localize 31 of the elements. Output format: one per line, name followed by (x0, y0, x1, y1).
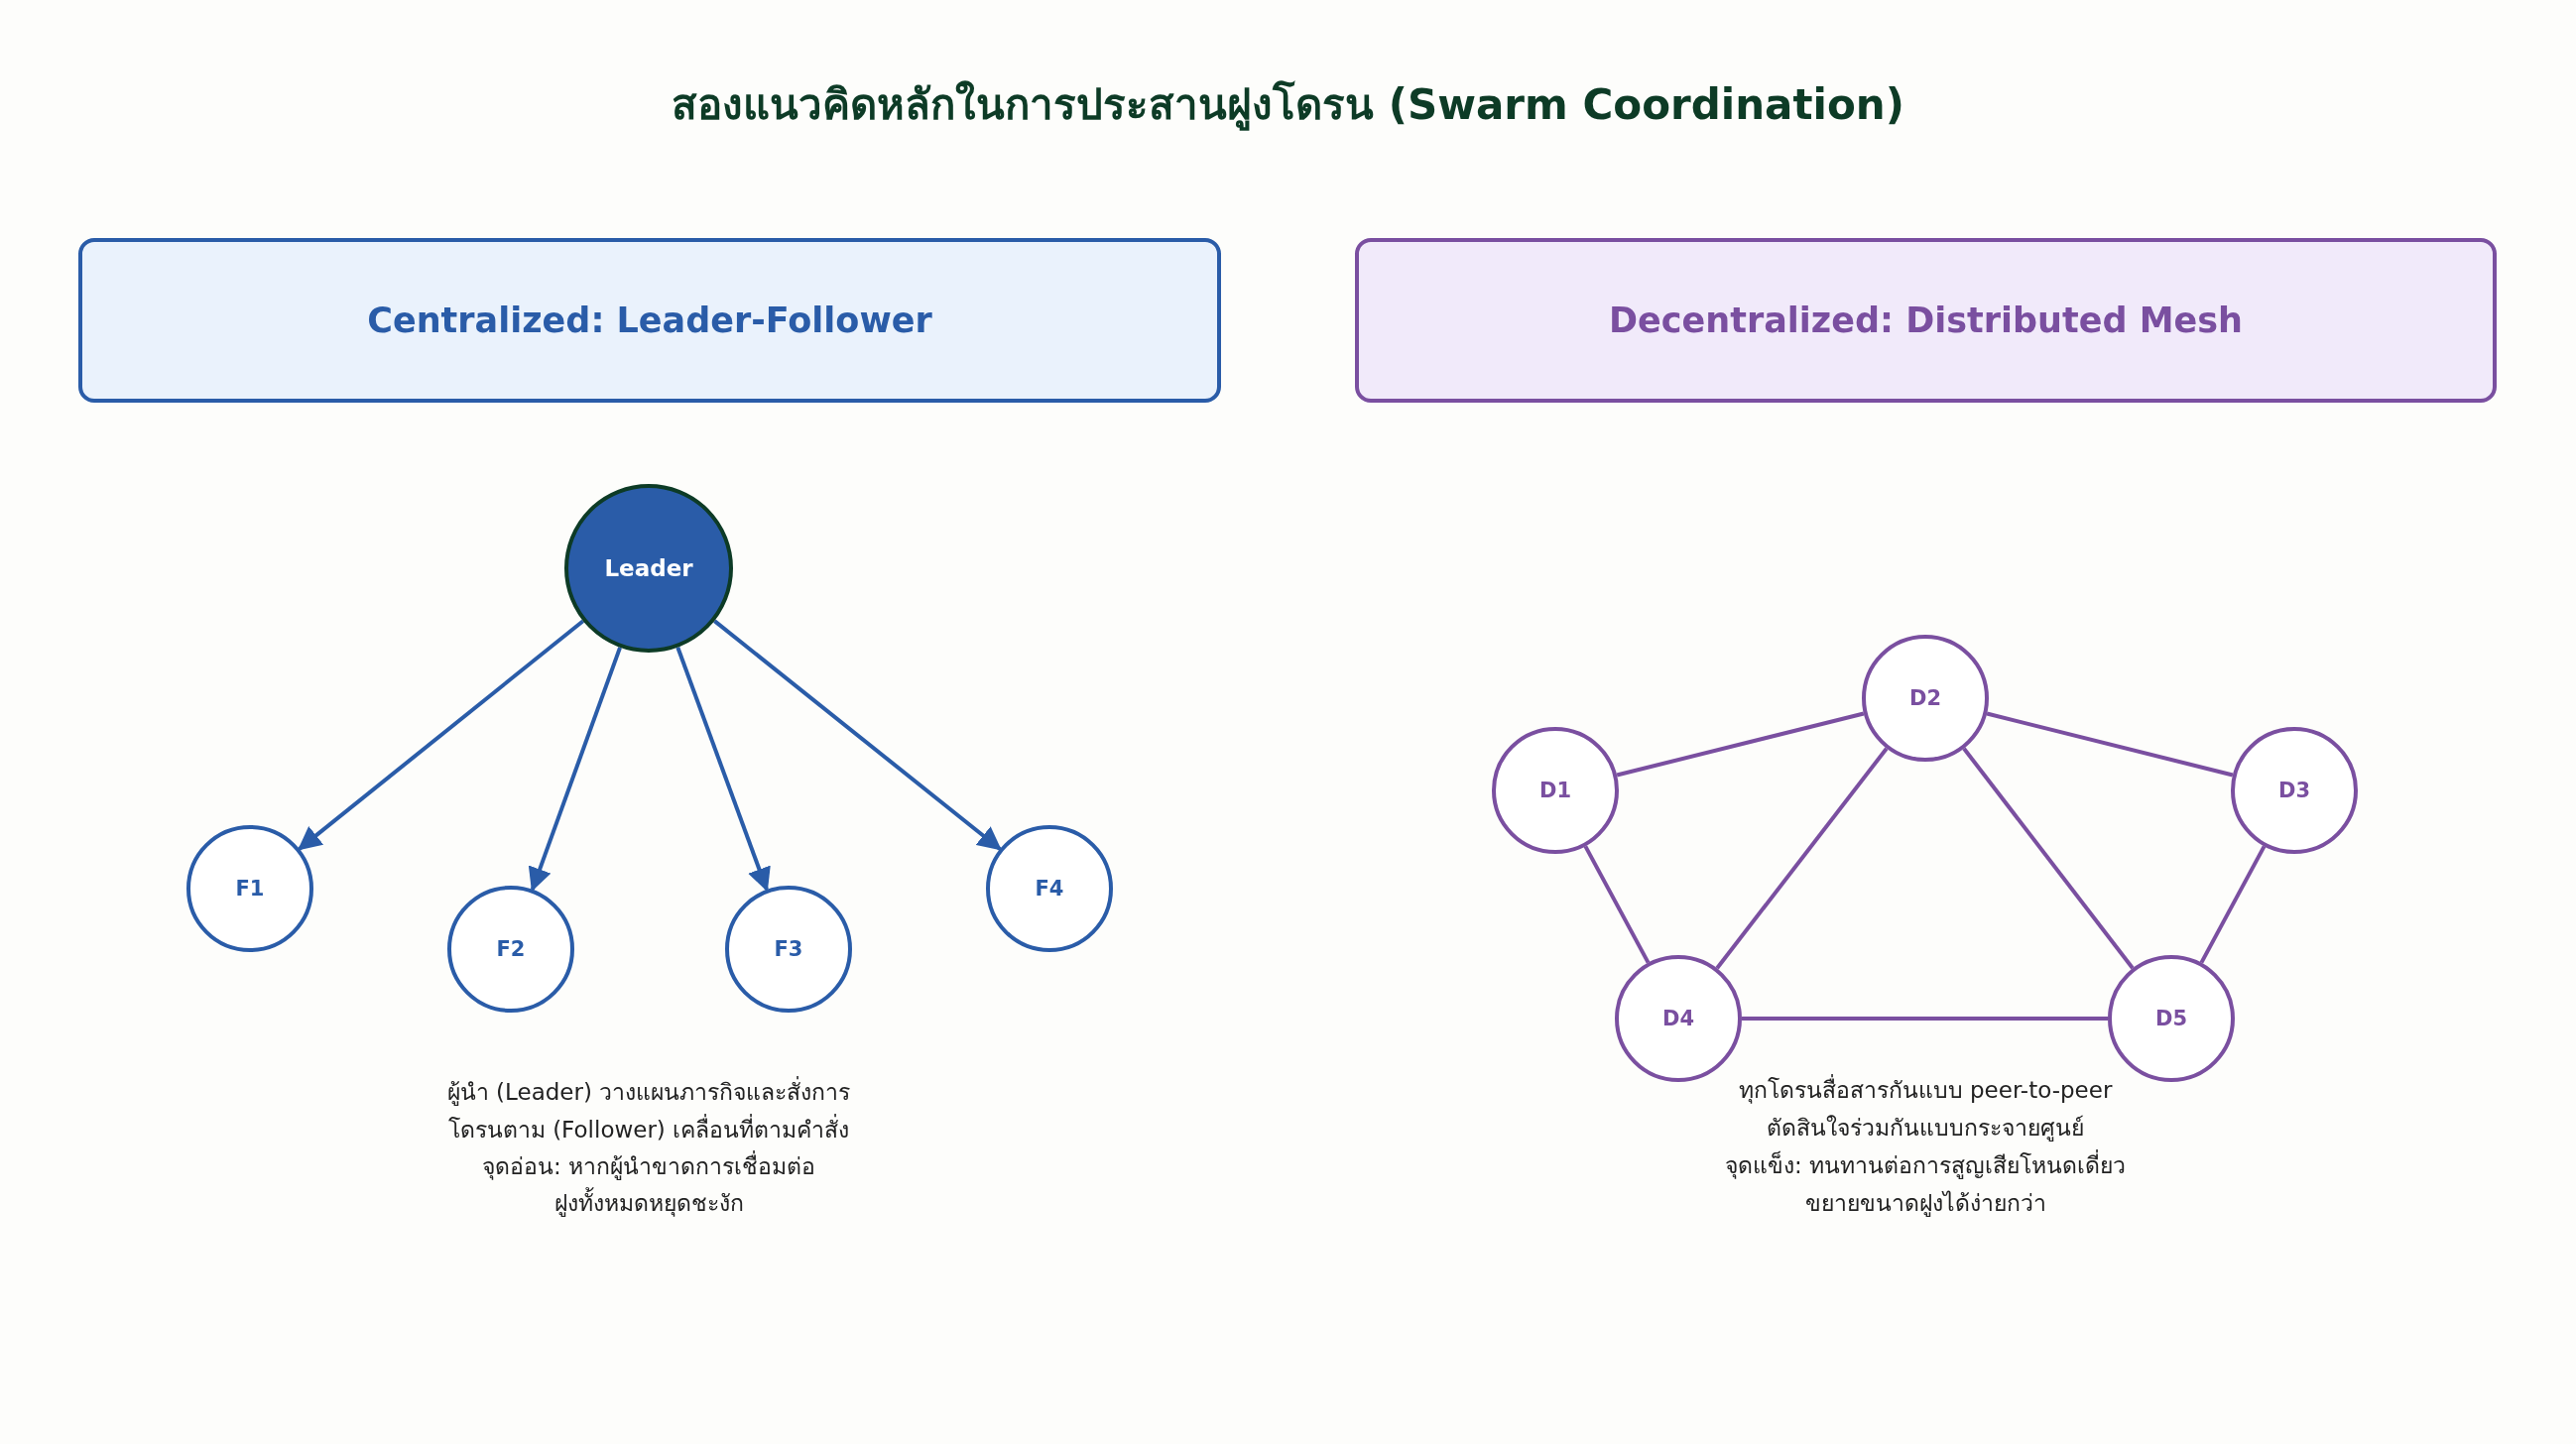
arrow (298, 619, 584, 851)
description-text: ผู้นำ (Leader) วางแผนภารกิจและสั่งการ (446, 1074, 851, 1110)
connector-line (1986, 711, 2234, 778)
drone-node: D2 (1862, 635, 1989, 762)
drone-node: D3 (2231, 727, 2358, 854)
description-text: จุดแข็ง: ทนทานต่อการสูญเสียโหนดเดี่ยว (1724, 1147, 2127, 1183)
connector-line (1742, 1017, 2108, 1021)
connector-line (1962, 747, 2135, 970)
drone-node: D5 (2108, 955, 2235, 1082)
drone-node: F4 (986, 825, 1113, 952)
connector-line (1616, 711, 1865, 778)
arrow (713, 619, 1002, 851)
description-text: จุดอ่อน: หากผู้นำขาดการเชื่อมต่อ (481, 1148, 816, 1184)
connector-line (2199, 845, 2267, 964)
section-header: Decentralized: Distributed Mesh (1355, 238, 2497, 403)
connector-line (1715, 747, 1889, 970)
drone-node: F2 (447, 886, 574, 1013)
description-text: ฝูงทั้งหมดหยุดชะงัก (553, 1185, 744, 1221)
description-text: โดรนตาม (Follower) เคลื่อนที่ตามคำสั่ง (447, 1112, 850, 1147)
arrow (675, 647, 771, 893)
drone-node: D1 (1492, 727, 1619, 854)
section-header: Centralized: Leader-Follower (78, 238, 1221, 403)
title: สองแนวคิดหลักในการประสานฝูงโดรน (Swarm Coordination) (671, 79, 1905, 133)
connector-line (1583, 845, 1651, 964)
drone-node: F3 (725, 886, 852, 1013)
description-text: ขยายขนาดฝูงได้ง่ายกว่า (1804, 1189, 2046, 1219)
leader-node: Leader (564, 484, 733, 653)
arrow (528, 647, 622, 893)
drone-node: D4 (1615, 955, 1742, 1082)
drone-node: F1 (186, 825, 313, 952)
description-text: ตัดสินใจร่วมกันแบบกระจายศูนย์ (1767, 1114, 2084, 1143)
